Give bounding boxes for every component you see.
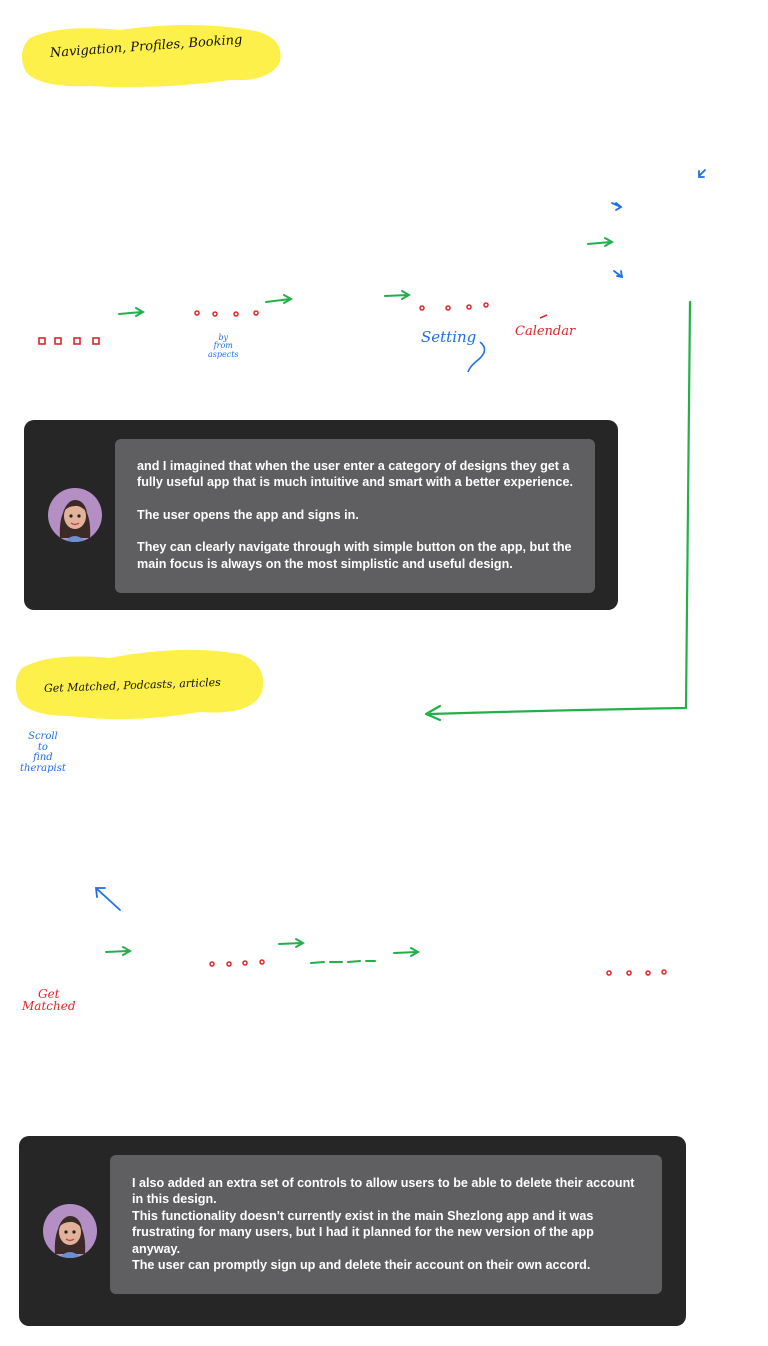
yellow-highlight-1 <box>21 25 281 88</box>
comment-2-line: This functionality doesn't currently exi… <box>132 1208 594 1256</box>
green-arrows-1 <box>118 237 615 317</box>
comment-card-1: and I imagined that when the user enter … <box>24 420 618 610</box>
red-square-marks <box>38 337 100 345</box>
comment-1-paragraph: The user opens the app and signs in. <box>137 507 359 522</box>
blue-arrows <box>94 169 706 911</box>
comment-2-line: I also added an extra set of controls to… <box>132 1176 635 1207</box>
yellow-highlight-2 <box>15 649 264 720</box>
memoji-avatar-icon <box>48 488 102 542</box>
note-scroll-to-find-therapist: Scroll to find therapist <box>20 731 66 774</box>
comment-bubble-1: and I imagined that when the user enter … <box>115 439 595 594</box>
green-connector-line <box>424 300 692 722</box>
comment-bubble-2: I also added an extra set of controls to… <box>110 1155 662 1295</box>
note-type-from-aspects: by from aspects <box>208 333 239 359</box>
comment-1-paragraph: and I imagined that when the user enter … <box>137 459 573 490</box>
comment-1-paragraph: They can clearly navigate through with s… <box>137 540 572 571</box>
calendar-tick <box>539 314 548 319</box>
note-calendar: Calendar <box>515 324 576 339</box>
comment-2-line: The user can promptly sign up and delete… <box>132 1258 591 1273</box>
settings-swirl <box>467 341 486 373</box>
memoji-avatar-icon <box>43 1204 97 1258</box>
comment-card-2: I also added an extra set of controls to… <box>19 1136 686 1326</box>
note-get-matched: Get Matched <box>22 987 76 1013</box>
red-dot-marks <box>194 302 489 317</box>
green-arrows-2 <box>105 938 421 964</box>
red-dot-marks-2 <box>209 959 667 976</box>
note-settings: Setting <box>421 328 477 346</box>
